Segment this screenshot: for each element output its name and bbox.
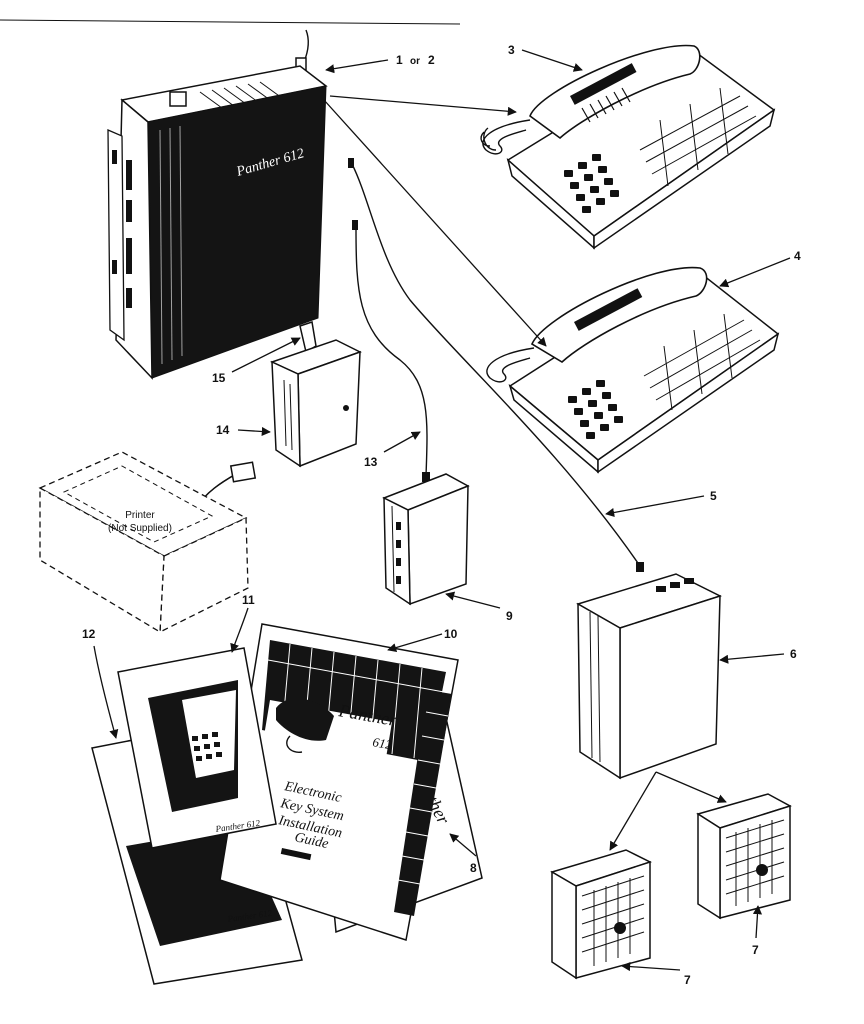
printer-label-line2: (Not Supplied) <box>108 523 172 534</box>
telephone-3 <box>480 44 776 250</box>
callout-14: 14 <box>216 423 230 437</box>
top-rule <box>0 19 461 25</box>
booklet-11: Panther 612 <box>117 647 277 849</box>
printer-label-line1: Printer <box>125 510 155 521</box>
callout-11: 11 <box>242 593 255 607</box>
module-7-left <box>550 849 652 980</box>
module-6 <box>576 573 722 780</box>
key-service-unit: Panther 612 <box>107 29 328 380</box>
callout-labels: 1 or 2 3 4 5 6 7 7 8 9 10 11 12 13 14 15 <box>82 43 801 987</box>
callout-3: 3 <box>508 43 515 57</box>
printer-not-supplied: Printer (Not Supplied) <box>38 451 257 634</box>
callout-4: 4 <box>794 249 801 263</box>
power-module <box>269 321 362 468</box>
callout-8: 8 <box>470 861 477 875</box>
callout-or: or <box>410 56 420 67</box>
callout-7-left: 7 <box>684 973 691 987</box>
callout-1: 1 <box>396 53 403 67</box>
callout-9: 9 <box>506 609 513 623</box>
callout-13: 13 <box>364 455 378 469</box>
installation-guide-10: Panther 612 Electronic Key System Instal… <box>219 623 459 941</box>
module-7-right <box>696 793 792 920</box>
cable-13 <box>355 227 428 477</box>
callout-15: 15 <box>212 371 226 385</box>
module-9 <box>382 473 470 606</box>
telephone-4 <box>486 266 780 474</box>
cable-5 <box>351 163 641 567</box>
callout-6: 6 <box>790 647 797 661</box>
guide-model: 612 <box>371 734 393 752</box>
leader-lines <box>93 49 791 972</box>
callout-10: 10 <box>444 627 458 641</box>
callout-5: 5 <box>710 489 717 503</box>
callout-7-right: 7 <box>752 943 759 957</box>
callout-2: 2 <box>428 53 435 67</box>
guide-title-line4: Guide <box>293 830 330 852</box>
callout-12: 12 <box>82 627 96 641</box>
